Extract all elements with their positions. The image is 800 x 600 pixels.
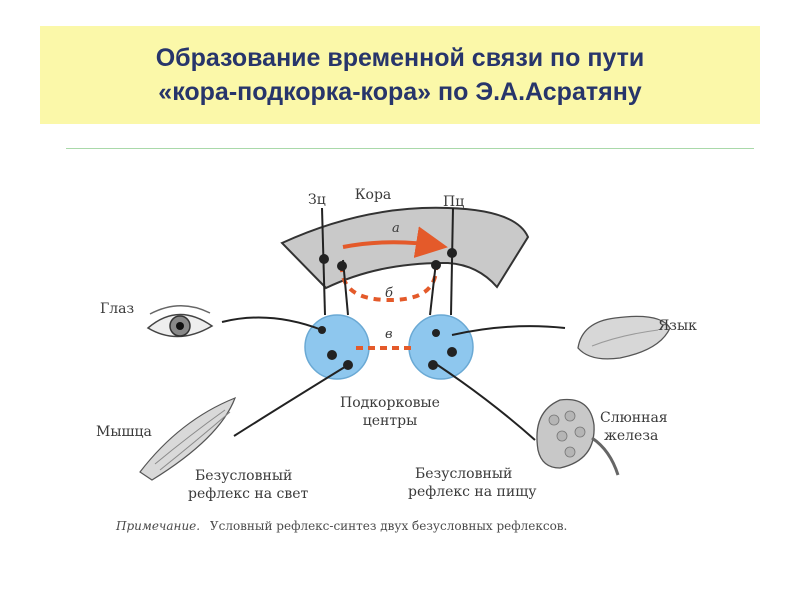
right-center-neuron-3	[447, 347, 457, 357]
diagram-svg: Кора Зц Пц а б в Глаз Язык Мышца Слюнная…	[96, 187, 697, 533]
food-center-neuron-2	[431, 260, 441, 270]
reflex-food-label-2: рефлекс на пищу	[408, 484, 537, 500]
muscle-icon	[139, 396, 237, 481]
food-cortex-axon	[450, 207, 454, 316]
cortex-band	[280, 206, 530, 290]
path-a-arrow	[342, 226, 448, 259]
right-center-neuron-1	[432, 329, 440, 337]
visual-center-neuron	[319, 254, 329, 264]
subcortical-label-2: центры	[363, 413, 417, 429]
note-text: Условный рефлекс-синтез двух безусловных…	[210, 519, 567, 533]
visual-center-label: Зц	[308, 192, 326, 208]
eye-label: Глаз	[100, 301, 134, 317]
eye-icon	[146, 305, 214, 338]
left-center-neuron-2	[327, 350, 337, 360]
muscle-label: Мышца	[96, 424, 152, 440]
right-center-neuron-2	[428, 360, 438, 370]
divider	[66, 148, 754, 149]
title-line-2: «кора-подкорка-кора» по Э.А.Асратяну	[158, 78, 642, 106]
path-b-label: б	[385, 286, 393, 301]
right-subcortical-center	[408, 314, 474, 380]
reflex-light-label-2: рефлекс на свет	[188, 486, 309, 502]
title-box: Образование временной связи по пути «кор…	[40, 26, 760, 124]
tongue-afferent-nerve	[451, 325, 566, 336]
visual-center-neuron-2	[337, 261, 347, 271]
cortex-label: Кора	[355, 187, 392, 203]
gland-efferent-nerve	[435, 363, 536, 441]
gland-label-2: железа	[604, 428, 658, 444]
eye-afferent-nerve	[221, 316, 323, 331]
food-cortex-axon-2	[429, 261, 437, 316]
title-line-1: Образование временной связи по пути	[155, 44, 645, 72]
reflex-food-label-1: Безусловный	[415, 466, 512, 482]
path-a-label: а	[392, 221, 400, 236]
food-center-neuron	[447, 248, 457, 258]
muscle-efferent-nerve	[233, 364, 349, 437]
note-line: Примечание. Условный рефлекс-синтез двух…	[115, 519, 567, 533]
food-center-label: Пц	[443, 194, 464, 210]
subcortical-label-1: Подкорковые	[340, 395, 440, 411]
path-v-label: в	[385, 327, 393, 342]
tongue-icon	[577, 315, 671, 360]
note-prefix: Примечание.	[115, 519, 200, 533]
reflex-diagram: Кора Зц Пц а б в Глаз Язык Мышца Слюнная…	[60, 150, 760, 570]
tongue-label: Язык	[658, 318, 697, 334]
reflex-light-label-1: Безусловный	[195, 468, 292, 484]
salivary-gland-icon	[536, 398, 620, 476]
gland-label-1: Слюнная	[600, 410, 668, 426]
